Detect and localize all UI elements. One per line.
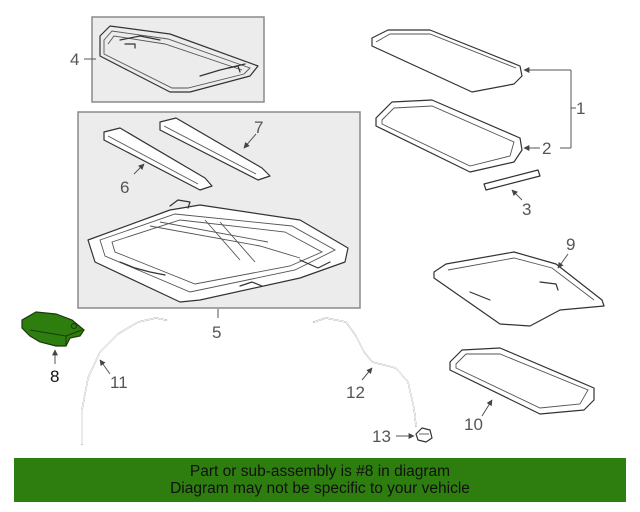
part-11-drain-hose[interactable] bbox=[81, 317, 167, 445]
leader-11 bbox=[99, 359, 111, 375]
part-4-rail-assembly[interactable] bbox=[99, 25, 259, 93]
part-6-guide-rail[interactable] bbox=[103, 127, 213, 191]
callout-9: 9 bbox=[566, 235, 575, 254]
callout-2: 2 bbox=[542, 139, 551, 158]
callout-6: 6 bbox=[120, 178, 129, 197]
callout-11: 11 bbox=[110, 373, 128, 392]
part-10-seal-ring[interactable] bbox=[449, 347, 595, 415]
callout-1: 1 bbox=[576, 99, 585, 118]
part-4-group-box bbox=[91, 16, 265, 103]
part-5-sunroof-housing[interactable] bbox=[87, 199, 349, 303]
banner-line-2: Diagram may not be specific to your vehi… bbox=[170, 480, 470, 497]
leader-7 bbox=[243, 133, 257, 149]
callout-5: 5 bbox=[212, 323, 221, 342]
leader-10 bbox=[481, 399, 493, 417]
banner-line-1: Part or sub-assembly is #8 in diagram bbox=[189, 463, 451, 480]
part-8-control-module[interactable] bbox=[21, 311, 85, 347]
part-3-seal-strip[interactable] bbox=[483, 169, 541, 191]
callout-13: 13 bbox=[372, 427, 391, 446]
callout-7: 7 bbox=[254, 118, 263, 137]
callout-10: 10 bbox=[464, 415, 483, 434]
part-7-guide-rail[interactable] bbox=[159, 117, 271, 181]
leader-12 bbox=[361, 367, 373, 381]
info-banner: Part or sub-assembly is #8 in diagram Di… bbox=[14, 458, 626, 502]
callout-12: 12 bbox=[346, 383, 365, 402]
leader-6 bbox=[133, 163, 145, 175]
leader-3 bbox=[511, 189, 523, 201]
callout-8: 8 bbox=[50, 367, 59, 386]
leader-9 bbox=[557, 253, 569, 269]
callout-3: 3 bbox=[522, 200, 531, 219]
part-12-drain-hose[interactable] bbox=[313, 317, 417, 427]
callout-4: 4 bbox=[70, 50, 79, 69]
part-1-glass-panel[interactable] bbox=[371, 29, 523, 93]
part-9-sunshade[interactable] bbox=[433, 251, 605, 327]
part-2-glass-frame[interactable] bbox=[375, 99, 523, 173]
part-13-clip[interactable] bbox=[415, 427, 433, 443]
